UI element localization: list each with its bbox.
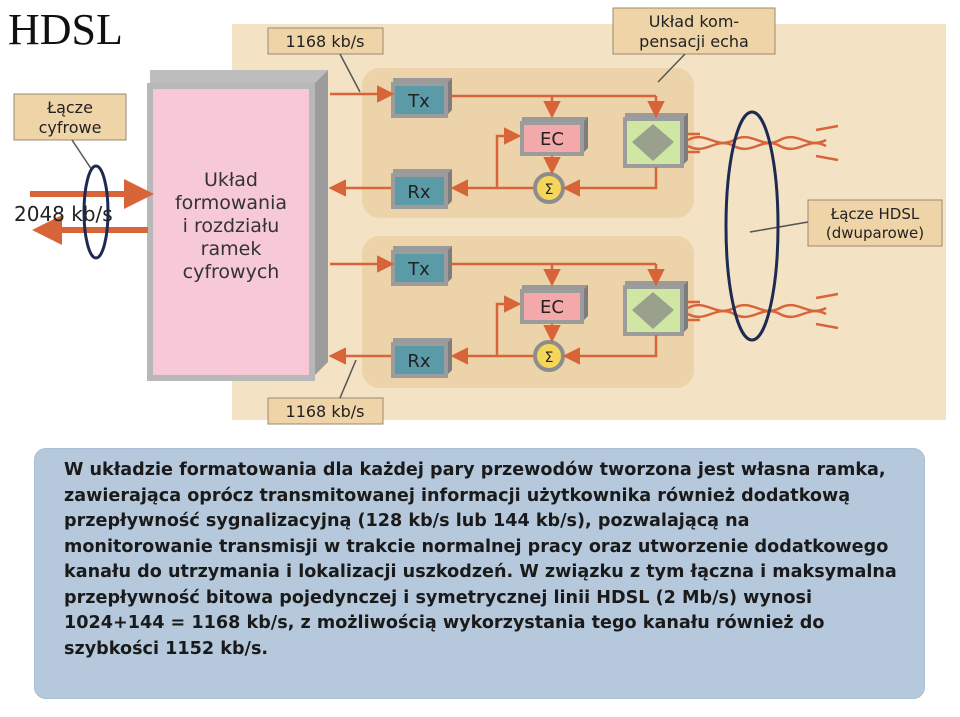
framing-unit: Układ formowania i rozdziału ramek cyfro… [147, 70, 328, 381]
digital-link-pointer [71, 139, 93, 171]
ec-box-bottom [520, 289, 584, 324]
svg-text:Układ kom-: Układ kom- [649, 12, 739, 31]
rate-bottom-pointer [339, 359, 357, 399]
svg-text:Σ: Σ [545, 350, 554, 366]
echo-pointer [657, 53, 686, 83]
svg-text:1168 kb/s: 1168 kb/s [286, 402, 365, 421]
ec-box-top [520, 121, 584, 156]
svg-text:Tx: Tx [407, 91, 430, 112]
slide-title: HDSL [8, 5, 123, 54]
svg-text:pensacji echa: pensacji echa [639, 32, 749, 51]
framing-label-4: ramek [201, 238, 262, 260]
echo-compensation-label: Układ kom- pensacji echa [612, 7, 776, 55]
svg-text:(dwuparowe): (dwuparowe) [826, 224, 924, 242]
svg-text:Tx: Tx [407, 259, 430, 280]
rx-box-top [391, 173, 448, 209]
svg-text:EC: EC [540, 129, 564, 150]
digital-link-label: Łącze cyfrowe [13, 93, 127, 141]
hybrid-diamond-top [632, 124, 674, 161]
svg-text:Łącze: Łącze [46, 98, 93, 117]
svg-text:Σ: Σ [545, 182, 554, 198]
rate-label-top: 1168 kb/s [267, 27, 384, 55]
svg-text:cyfrowe: cyfrowe [39, 118, 102, 137]
svg-text:Łącze HDSL: Łącze HDSL [830, 205, 920, 223]
svg-text:EC: EC [540, 297, 564, 318]
hdsl-pair-ellipse [724, 110, 780, 342]
rate-label-bottom: 1168 kb/s [267, 397, 384, 425]
transceiver-bottom: Tx Rx EC Σ [328, 246, 839, 378]
rx-box-bottom [391, 342, 448, 378]
description-box: W układzie formatowania dla każdej pary … [34, 448, 925, 699]
svg-text:Rx: Rx [407, 182, 431, 203]
rate-top-pointer [339, 53, 361, 93]
framing-label-3: i rozdziału [183, 215, 280, 237]
framing-label-5: cyfrowych [183, 261, 280, 283]
hybrid-diamond-bottom [632, 292, 674, 329]
svg-text:1168 kb/s: 1168 kb/s [286, 32, 365, 51]
svg-text:Rx: Rx [407, 351, 431, 372]
description-text: W układzie formatowania dla każdej pary … [64, 460, 897, 659]
transceiver-top: Tx Rx EC Σ [328, 78, 839, 209]
framing-label-2: formowania [175, 192, 287, 214]
input-rate-label: 2048 kb/s [14, 202, 113, 226]
digital-input-group: 2048 kb/s [14, 164, 154, 260]
hdsl-link-label: Łącze HDSL (dwuparowe) [807, 199, 943, 247]
framing-label-1: Układ [204, 169, 258, 191]
tx-box-bottom [391, 250, 448, 286]
